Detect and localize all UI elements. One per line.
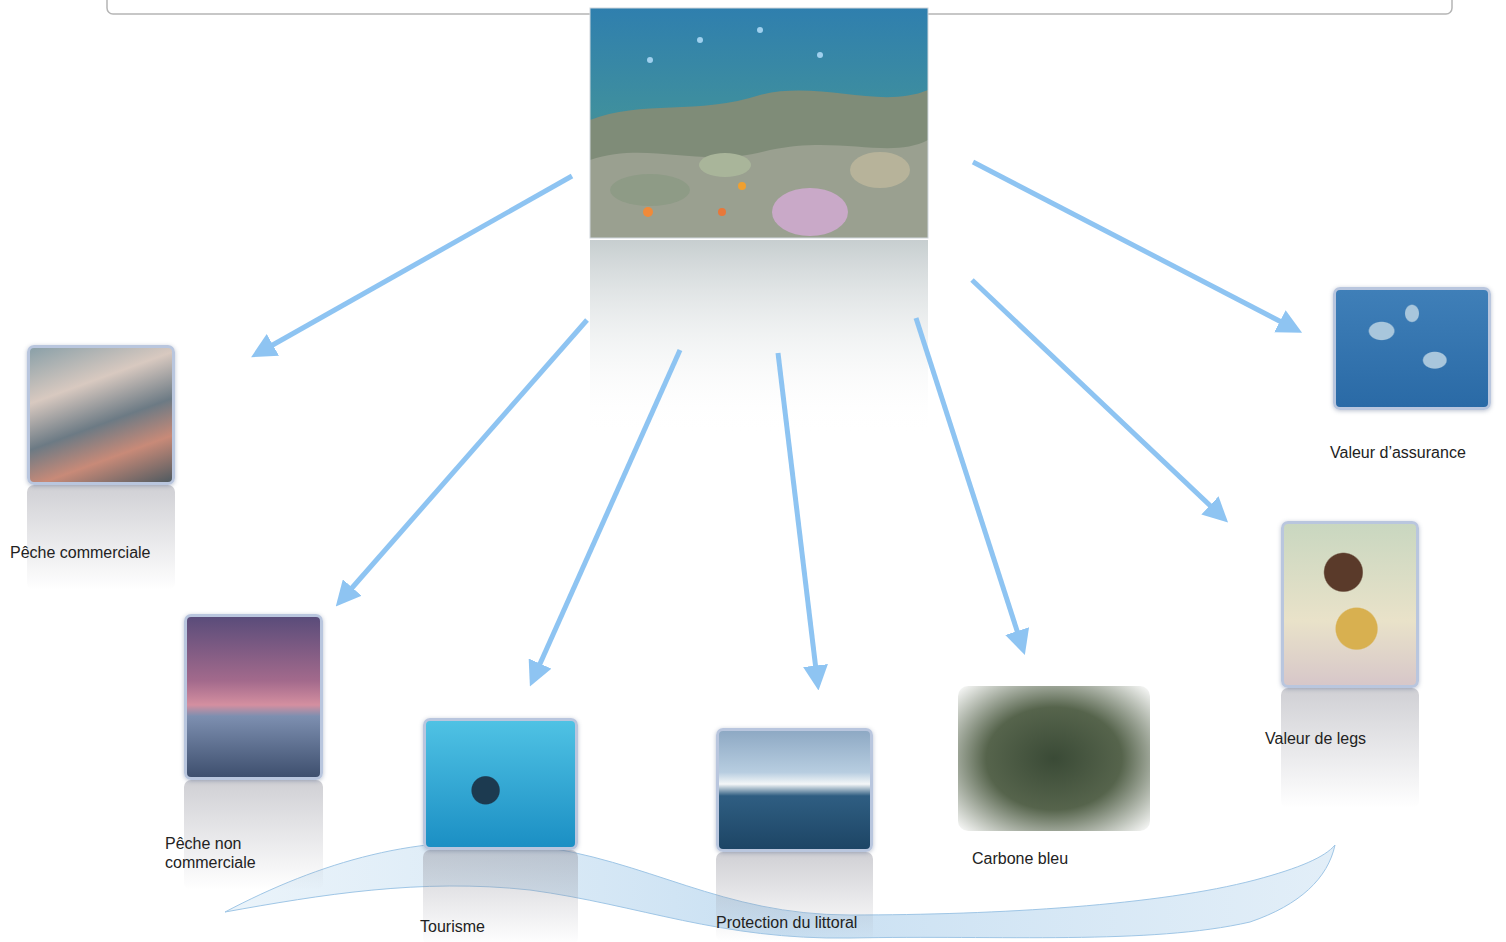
- photo-reflection: [1281, 688, 1419, 808]
- service-node: Tourisme: [423, 718, 578, 936]
- service-photo: [423, 718, 578, 850]
- service-photo: [958, 686, 1150, 831]
- service-label: Valeur de legs: [1265, 729, 1405, 748]
- service-node: Protection du littoral: [716, 728, 873, 932]
- service-label: Pêche non commerciale: [165, 834, 275, 872]
- service-node: Pêche commerciale: [27, 345, 175, 562]
- service-node: Valeur de legs: [1281, 521, 1419, 748]
- service-label: Valeur d’assurance: [1330, 443, 1500, 462]
- service-photo: [1333, 287, 1491, 410]
- service-arrows: [262, 162, 1291, 678]
- service-photo: [716, 728, 873, 852]
- service-photo: [1281, 521, 1419, 688]
- service-photo: [184, 614, 323, 780]
- service-node: Valeur d’assurance: [1333, 287, 1491, 462]
- photo-reflection: [27, 485, 175, 590]
- service-label: Carbone bleu: [972, 849, 1112, 868]
- service-label: Pêche commerciale: [10, 543, 180, 562]
- service-label: Tourisme: [420, 917, 540, 936]
- service-node: Pêche non commerciale: [184, 614, 323, 872]
- service-node: Carbone bleu: [958, 686, 1150, 868]
- service-label: Protection du littoral: [716, 913, 906, 932]
- service-photo: [27, 345, 175, 485]
- reef-photo: [590, 8, 928, 435]
